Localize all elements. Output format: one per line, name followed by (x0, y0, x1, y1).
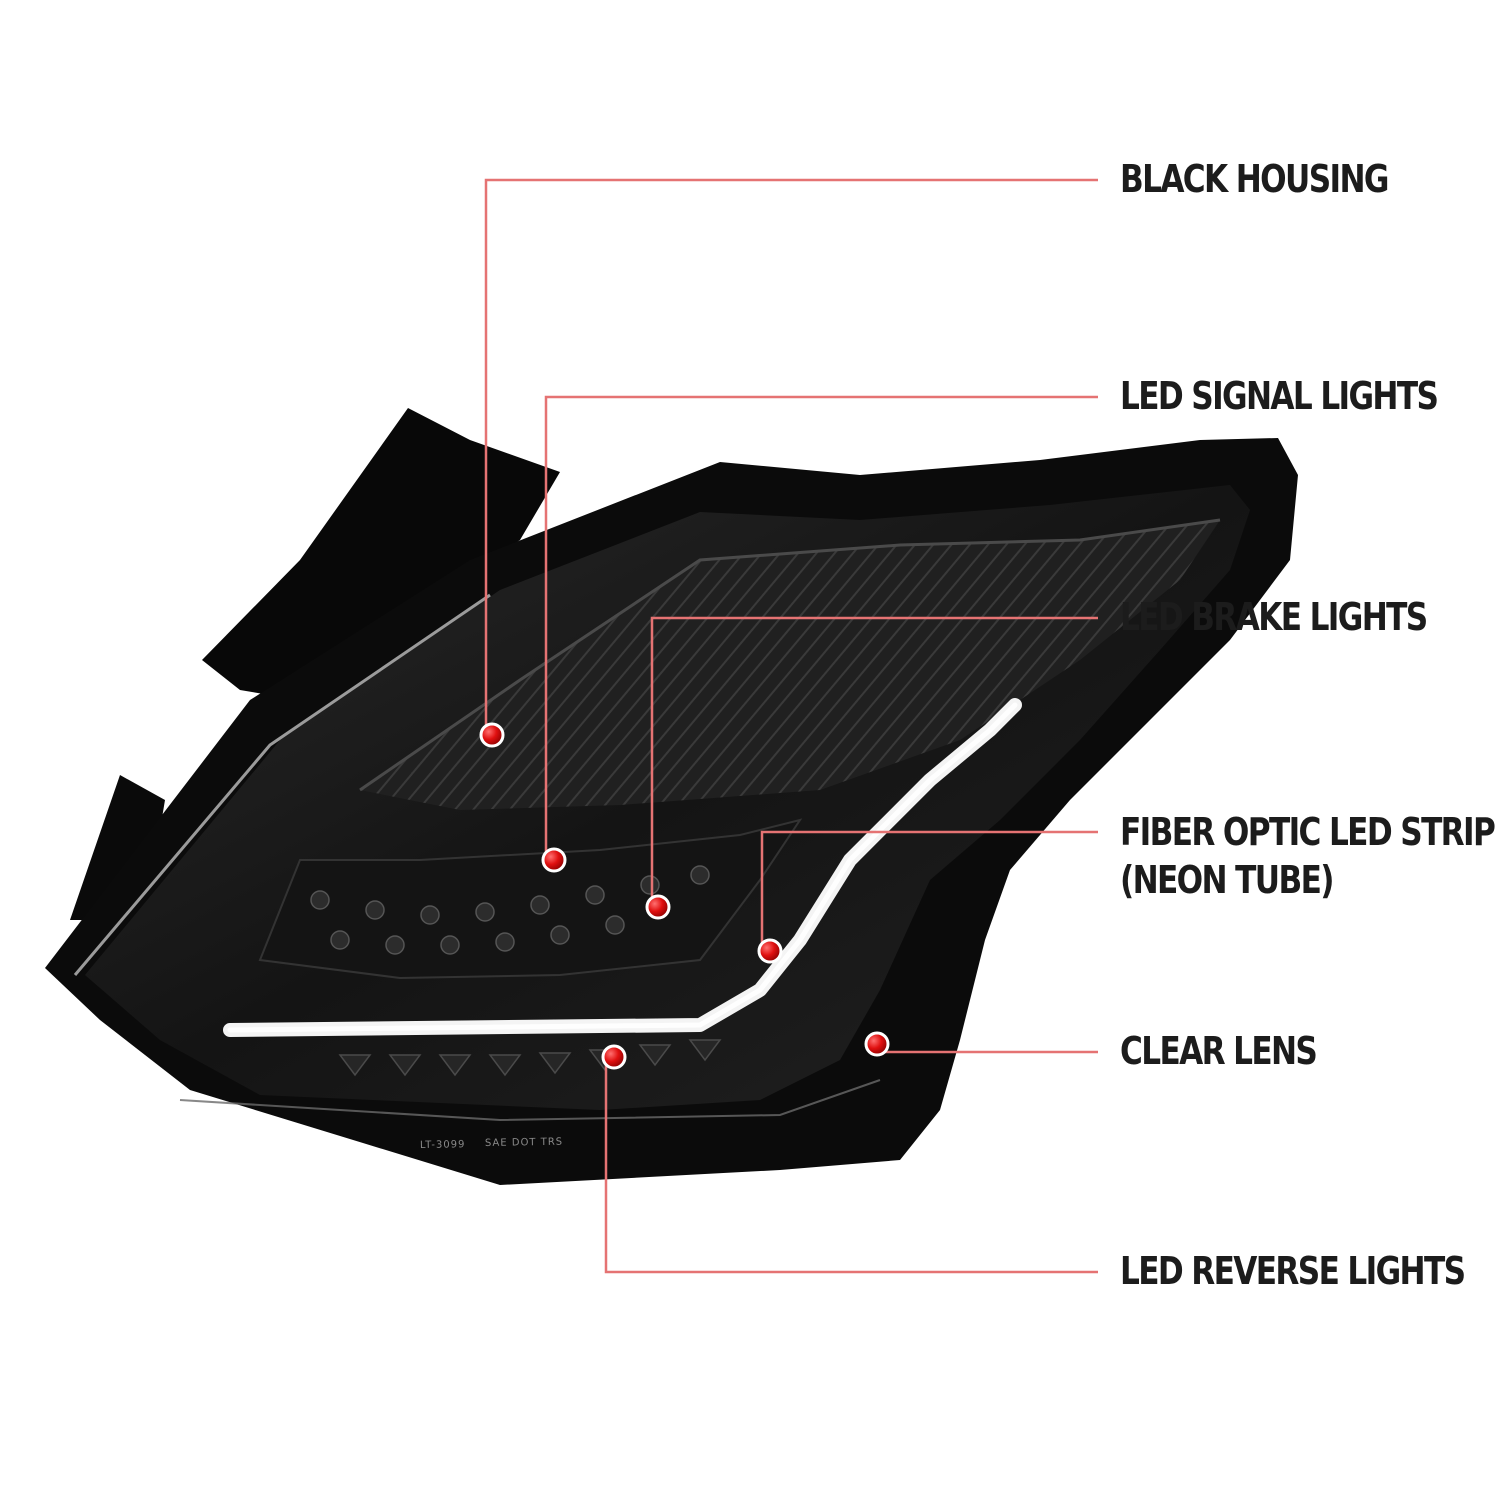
marker-fiber-optic-led-strip (757, 938, 783, 964)
marker-led-brake-lights (645, 894, 671, 920)
label-text: LED BRAKE LIGHTS (1120, 595, 1428, 639)
marker-black-housing (479, 722, 505, 748)
marker-clear-lens (864, 1031, 890, 1057)
led-dots (310, 865, 710, 955)
label-text: LED REVERSE LIGHTS (1120, 1249, 1466, 1293)
leader-led-signal-lights (544, 395, 1098, 860)
label-text: (NEON TUBE) (1120, 858, 1334, 902)
lens-part-number: LT-3099 (420, 1139, 466, 1151)
upper-reflector-rim (359, 518, 1221, 792)
label-fiber-optic-led-strip: FIBER OPTIC LED STRIP (NEON TUBE) (1120, 808, 1496, 904)
mounting-bracket-upper (202, 408, 560, 700)
label-text: BLACK HOUSING (1120, 157, 1389, 201)
callout-markers (479, 722, 890, 1070)
lens-edge-highlight (73, 593, 491, 976)
leader-fiber-optic-led-strip (760, 830, 1098, 948)
leader-led-reverse-lights (604, 1057, 1098, 1274)
label-text: CLEAR LENS (1120, 1029, 1318, 1073)
label-text: FIBER OPTIC LED STRIP (1120, 810, 1496, 854)
leader-black-housing (484, 178, 1098, 735)
marker-led-reverse-lights (601, 1044, 627, 1070)
label-led-reverse-lights: LED REVERSE LIGHTS (1120, 1247, 1466, 1295)
mounting-bracket-lower (70, 775, 165, 920)
label-led-signal-lights: LED SIGNAL LIGHTS (1120, 372, 1439, 420)
label-led-brake-lights: LED BRAKE LIGHTS (1120, 593, 1428, 641)
lens-certification: SAE DOT TRS (485, 1137, 563, 1149)
label-text: LED SIGNAL LIGHTS (1120, 374, 1439, 418)
upper-reflector (360, 520, 1220, 810)
leader-led-brake-lights (650, 616, 1098, 907)
label-clear-lens: CLEAR LENS (1120, 1027, 1318, 1075)
marker-led-signal-lights (541, 847, 567, 873)
label-black-housing: BLACK HOUSING (1120, 155, 1389, 203)
